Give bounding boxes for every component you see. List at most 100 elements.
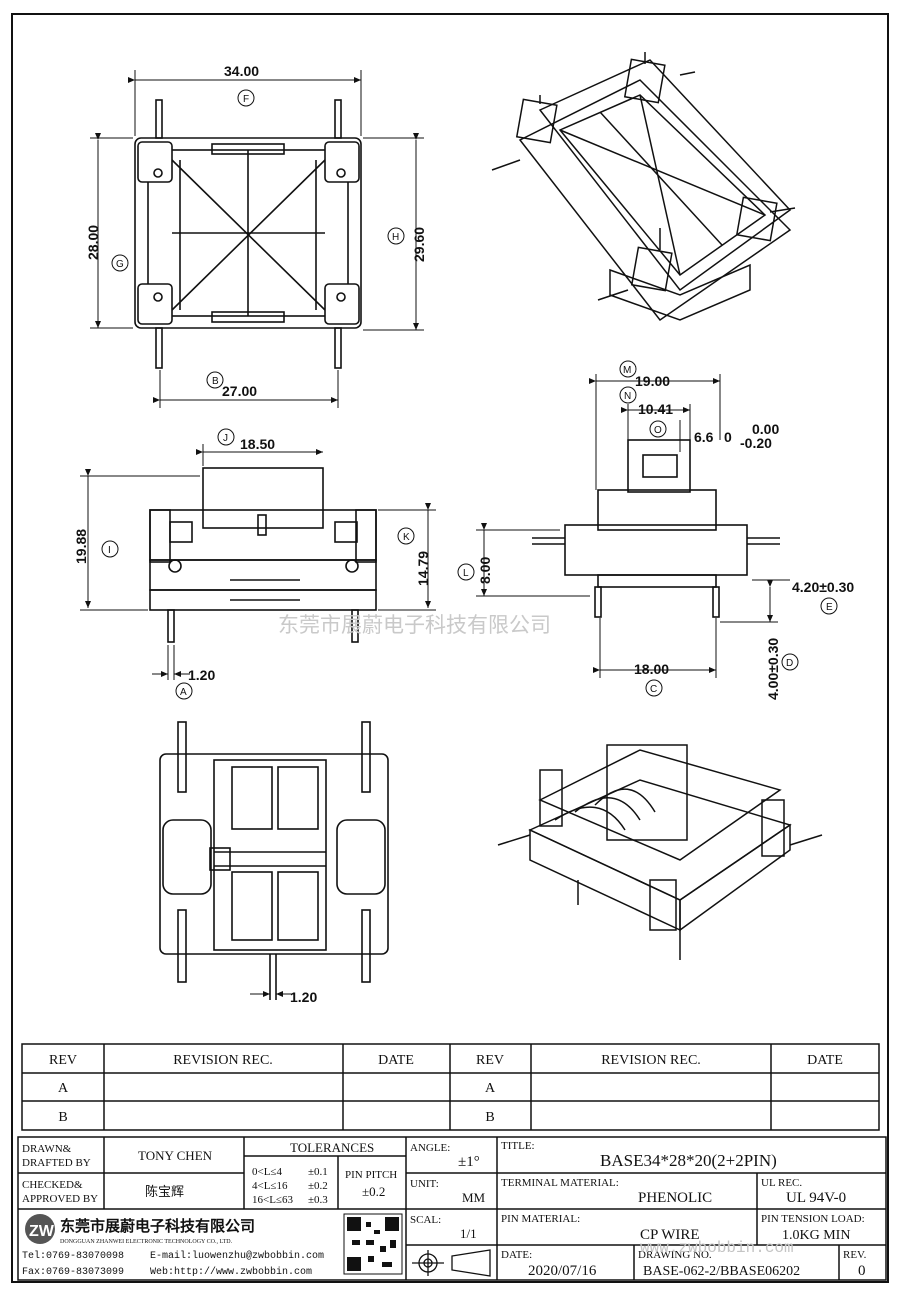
rev-header-4: REV xyxy=(476,1053,504,1068)
company-email: E-mail:luowenzhu@zwbobbin.com xyxy=(150,1250,324,1262)
dim-base: 18.00 xyxy=(634,661,669,677)
scale-label: SCAL: xyxy=(410,1214,441,1226)
drawn-label: DRAWN& xyxy=(22,1143,72,1155)
checked-value: 陈宝辉 xyxy=(145,1184,184,1199)
rev-row-a-left: A xyxy=(58,1081,69,1096)
ref-K: K xyxy=(403,532,410,543)
company-logo: ZW xyxy=(25,1214,55,1244)
rev-header-2: REVISION REC. xyxy=(173,1053,273,1068)
ref-L: L xyxy=(463,568,469,579)
unit-value: MM xyxy=(462,1190,486,1205)
angle-value: ±1° xyxy=(458,1154,480,1170)
ref-C: C xyxy=(650,684,657,695)
title-value: BASE34*28*20(2+2PIN) xyxy=(600,1151,777,1170)
checked-label: CHECKED& xyxy=(22,1179,83,1191)
ref-F: F xyxy=(243,94,249,105)
ref-A: A xyxy=(180,687,187,698)
ul-value: UL 94V-0 xyxy=(786,1190,846,1206)
rev-row-b-right: B xyxy=(485,1110,494,1125)
isometric-view-top xyxy=(491,52,796,322)
drawn-value: TONY CHEN xyxy=(138,1148,213,1163)
tension-value: 1.0KG MIN xyxy=(782,1228,850,1243)
front-view xyxy=(532,439,780,618)
date-label: DATE: xyxy=(501,1249,532,1261)
tolerances-label: TOLERANCES xyxy=(290,1140,374,1155)
pin-pitch-value: ±0.2 xyxy=(362,1184,385,1199)
date-value: 2020/07/16 xyxy=(528,1263,597,1279)
dim-pin-dep: 4.00±0.30 xyxy=(765,638,781,700)
top-view xyxy=(134,99,362,369)
dim-depth: 28.00 xyxy=(85,225,101,260)
tol-range-2: 4<L≤16 xyxy=(252,1180,288,1192)
ref-I: I xyxy=(108,545,111,556)
pin-pitch-label: PIN PITCH xyxy=(345,1169,397,1181)
drafted-label: DRAFTED BY xyxy=(22,1157,91,1169)
ref-M: M xyxy=(623,365,631,376)
rev-row-a-right: A xyxy=(485,1081,496,1096)
pin-material-label: PIN MATERIAL: xyxy=(501,1213,580,1225)
projection-symbol-icon xyxy=(412,1249,491,1277)
dim-depth-outer: 29.60 xyxy=(411,227,427,262)
svg-text:ZW: ZW xyxy=(29,1223,55,1240)
terminal-value: PHENOLIC xyxy=(638,1190,712,1206)
dim-height: 19.88 xyxy=(73,529,89,564)
rev-label: REV. xyxy=(843,1249,867,1261)
scale-value: 1/1 xyxy=(460,1226,477,1241)
approved-label: APPROVED BY xyxy=(22,1193,98,1205)
dim-front-tol-zero: 0 xyxy=(724,429,732,445)
top-view-dimensions xyxy=(90,70,424,408)
dim-front-slot: 6.6 xyxy=(694,429,714,445)
front-view-dimensions xyxy=(476,374,790,678)
isometric-view-bottom xyxy=(497,744,823,960)
tol-range-1: 0<L≤4 xyxy=(252,1166,282,1178)
rev-header-5: REVISION REC. xyxy=(601,1053,701,1068)
pin-material-value: CP WIRE xyxy=(640,1227,700,1243)
drawing-no-label: DRAWING NO. xyxy=(638,1249,712,1261)
ref-J: J xyxy=(223,433,228,444)
ul-label: UL REC. xyxy=(761,1177,802,1189)
ref-B: B xyxy=(212,376,219,387)
rev-header-3: DATE xyxy=(378,1053,414,1068)
unit-label: UNIT: xyxy=(410,1178,439,1190)
rev-header-1: REV xyxy=(49,1053,77,1068)
watermark-company: 东莞市展蔚电子科技有限公司 xyxy=(278,613,551,637)
dim-pin-len: 4.20±0.30 xyxy=(792,579,854,595)
dim-front-inner: 10.41 xyxy=(638,401,673,417)
ref-E: E xyxy=(826,602,833,613)
company-name-cn: 东莞市展蔚电子科技有限公司 xyxy=(60,1217,255,1235)
tol-range-3: 16<L≤63 xyxy=(252,1194,293,1206)
dim-offset: 18.50 xyxy=(240,436,275,452)
rev-row-b-left: B xyxy=(58,1110,67,1125)
revision-table xyxy=(21,1043,880,1131)
dim-tol-up: 0.00 xyxy=(752,421,779,437)
ref-O: O xyxy=(654,425,662,436)
dim-tol-down: -0.20 xyxy=(740,435,772,451)
dim-front-height: 8.00 xyxy=(477,557,493,584)
dim-pin-bottom: 1.20 xyxy=(290,989,317,1005)
dim-front-width: 19.00 xyxy=(635,373,670,389)
tol-value-1: ±0.1 xyxy=(308,1166,328,1178)
dim-width: 34.00 xyxy=(224,63,259,79)
terminal-label: TERMINAL MATERIAL: xyxy=(501,1177,619,1189)
drawing-no-value: BASE-062-2/BBASE06202 xyxy=(643,1264,800,1279)
watermark-url: www.zwbobbin.com xyxy=(640,1239,794,1257)
dim-body: 14.79 xyxy=(415,551,431,586)
angle-label: ANGLE: xyxy=(410,1142,450,1154)
qr-code xyxy=(343,1213,403,1275)
sheet-border xyxy=(11,13,889,1283)
bottom-view xyxy=(159,721,389,1000)
company-tel: Tel:0769-83070098 xyxy=(22,1250,124,1262)
company-web: Web:http://www.zwbobbin.com xyxy=(150,1266,312,1278)
dim-pin-span: 27.00 xyxy=(222,383,257,399)
title-block-grid xyxy=(17,1136,887,1281)
tol-value-3: ±0.3 xyxy=(308,1194,328,1206)
company-name-en: DONGGUAN ZHANWEI ELECTRONIC TECHNOLOGY C… xyxy=(60,1239,233,1245)
dim-pin-side: 1.20 xyxy=(188,667,215,683)
tol-value-2: ±0.2 xyxy=(308,1180,328,1192)
reference-markers xyxy=(101,89,838,700)
ref-D: D xyxy=(786,658,793,669)
side-view-dimensions xyxy=(80,444,436,680)
tension-label: PIN TENSION LOAD: xyxy=(761,1213,865,1225)
